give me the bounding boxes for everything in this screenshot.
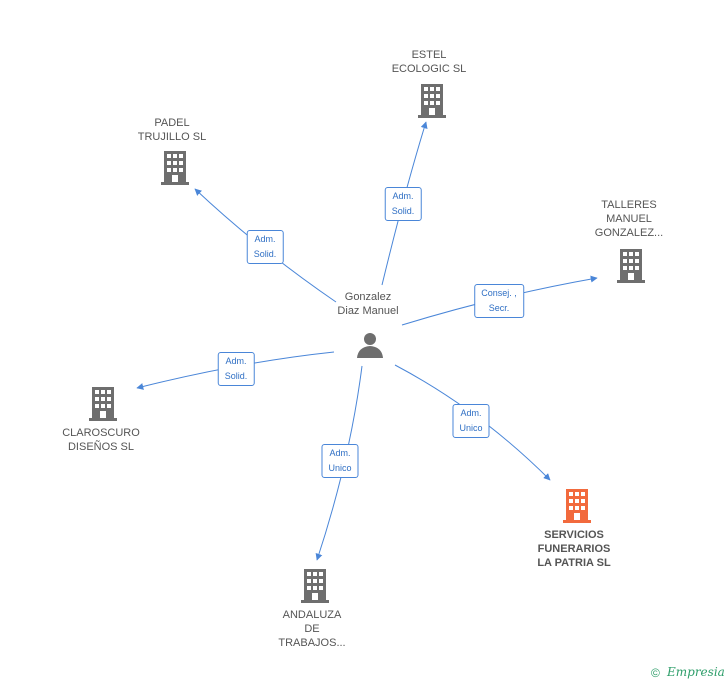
relation-line: Solid. — [224, 371, 248, 381]
relation-line: Solid. — [391, 206, 415, 216]
brand-logo[interactable]: Empresia — [667, 665, 725, 679]
building-icon[interactable] — [301, 569, 329, 608]
company-label-estel[interactable]: ESTEL ECOLOGIC SL — [392, 48, 467, 76]
company-line: ECOLOGIC SL — [391, 63, 467, 75]
relation-badge-claroscuro[interactable]: Adm. Solid. — [217, 352, 255, 386]
relation-line: Adm. — [225, 356, 247, 366]
company-line: TALLERES — [601, 199, 657, 211]
company-label-claroscuro[interactable]: CLAROSCURO DISEÑOS SL — [62, 426, 140, 454]
company-line: GONZALEZ... — [594, 227, 664, 239]
company-line: SERVICIOS — [544, 529, 604, 541]
relation-badge-andaluza[interactable]: Adm. Unico — [321, 444, 359, 478]
relation-line: Adm. — [460, 408, 482, 418]
relation-badge-talleres[interactable]: Consej. , Secr. — [474, 284, 524, 318]
center-name-line1: Gonzalez — [344, 291, 392, 303]
company-line: ANDALUZA — [282, 609, 342, 621]
building-icon[interactable] — [89, 387, 117, 426]
relation-line: Adm. — [392, 191, 414, 201]
relation-badge-padel[interactable]: Adm. Solid. — [246, 230, 284, 264]
company-line: TRUJILLO SL — [137, 131, 207, 143]
company-label-padel[interactable]: PADEL TRUJILLO SL — [138, 116, 206, 144]
company-line: LA PATRIA SL — [537, 557, 611, 569]
center-person-name[interactable]: Gonzalez Diaz Manuel — [337, 290, 398, 318]
center-name-line2: Diaz Manuel — [337, 305, 399, 317]
building-icon[interactable] — [418, 84, 446, 123]
company-line: DE — [304, 623, 320, 635]
relation-line: Secr. — [488, 303, 510, 313]
relation-line: Adm. — [254, 234, 276, 244]
copyright-symbol: © — [651, 666, 660, 680]
company-line: TRABAJOS... — [278, 637, 346, 649]
building-icon-highlighted[interactable] — [563, 489, 591, 528]
company-line: PADEL — [154, 117, 190, 129]
company-line: MANUEL — [606, 213, 652, 225]
building-icon[interactable] — [617, 249, 645, 288]
person-icon[interactable] — [356, 331, 384, 364]
relation-line: Consej. , — [481, 288, 517, 298]
relation-line: Adm. — [329, 448, 351, 458]
relation-badge-estel[interactable]: Adm. Solid. — [384, 187, 422, 221]
relation-line: Solid. — [253, 249, 277, 259]
company-label-andaluza[interactable]: ANDALUZA DE TRABAJOS... — [278, 608, 345, 650]
company-line: DISEÑOS SL — [67, 441, 135, 453]
company-label-servicios[interactable]: SERVICIOS FUNERARIOS LA PATRIA SL — [537, 528, 610, 570]
building-icon[interactable] — [161, 151, 189, 190]
relation-line: Unico — [328, 463, 352, 473]
company-label-talleres[interactable]: TALLERES MANUEL GONZALEZ... — [595, 198, 663, 240]
relation-badge-servicios[interactable]: Adm. Unico — [452, 404, 490, 438]
company-line: ESTEL — [411, 49, 447, 61]
company-line: CLAROSCURO — [62, 427, 140, 439]
relation-line: Unico — [459, 423, 483, 433]
company-line: FUNERARIOS — [537, 543, 611, 555]
